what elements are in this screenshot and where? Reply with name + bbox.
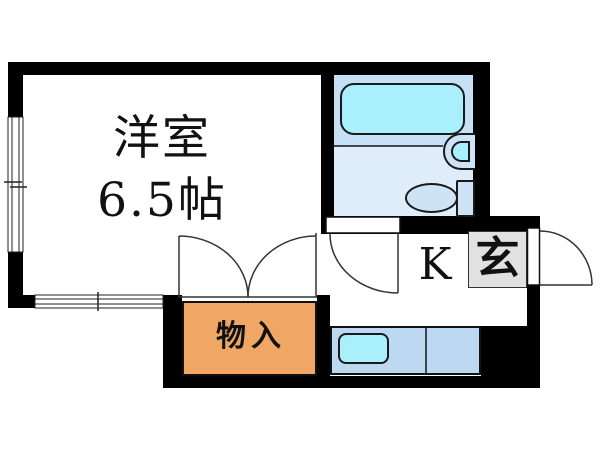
wall-bath-left <box>321 62 334 234</box>
kitchen-label: K <box>418 239 452 290</box>
entrance-mat <box>468 231 527 288</box>
wall-bath-right <box>473 62 490 216</box>
western-room-name: 洋室 <box>113 111 211 166</box>
wall-closet-left <box>163 295 182 388</box>
wall-top <box>8 62 490 75</box>
entrance-label: 玄 <box>475 233 520 284</box>
bathroom-swing-door <box>325 216 401 294</box>
bathtub <box>340 83 465 135</box>
wall-closet-right <box>317 295 330 388</box>
western-room-label: 洋室 6.5帖 <box>22 108 302 232</box>
left-wall-window <box>4 116 27 253</box>
wall-counter-right-block <box>481 326 527 388</box>
wall-bottom <box>163 376 540 388</box>
closet-label: 物入 <box>216 319 286 354</box>
washbasin-bowl <box>451 141 470 162</box>
western-room-size: 6.5帖 <box>97 173 227 228</box>
closet-double-door <box>178 233 317 298</box>
kitchen-sink <box>338 333 389 364</box>
closet-area <box>182 301 317 376</box>
entrance-swing-door <box>526 227 593 286</box>
bottom-wall-window <box>34 292 164 311</box>
toilet-tank <box>456 180 475 217</box>
